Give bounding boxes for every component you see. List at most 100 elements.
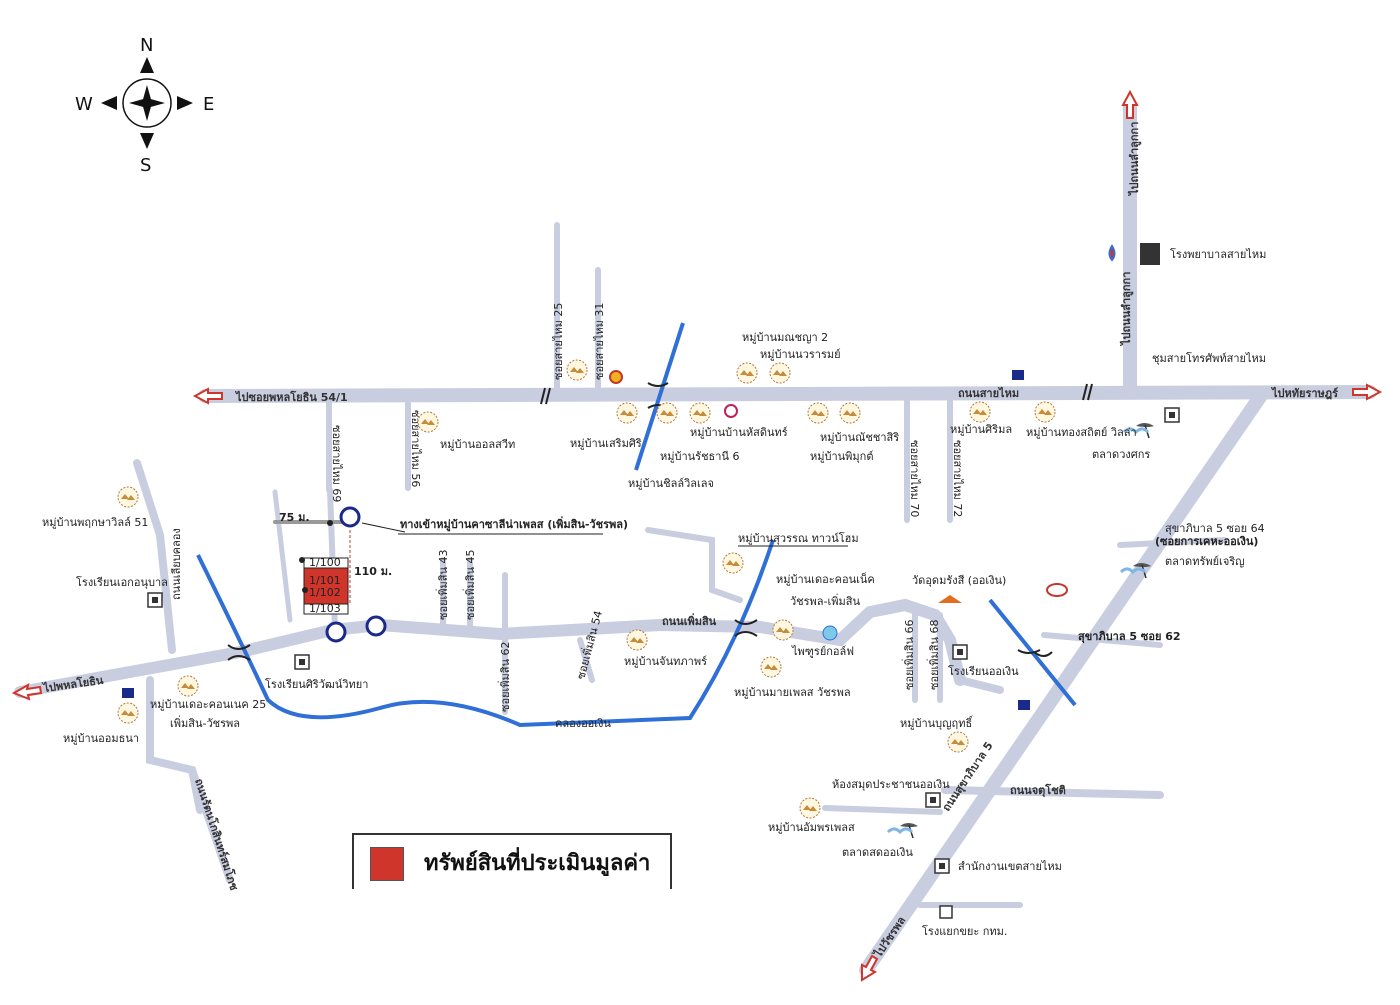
label-phimuk: หมู่บ้านพิมุกต์ bbox=[810, 450, 874, 463]
label-soi-phermsin-62: ซอยเพิ่มสิน 62 bbox=[497, 641, 512, 712]
toyota-logo-icon bbox=[1046, 583, 1068, 597]
roundabout-icon bbox=[339, 506, 361, 528]
label-sukhaphiban-62: สุขาภิบาล 5 ซอย 62 bbox=[1078, 630, 1181, 644]
legend: ทรัพย์สินที่ประเมินมูลค่า bbox=[352, 833, 672, 889]
label-sukhaphiban-64: สุขาภิบาล 5 ซอย 64 bbox=[1165, 522, 1265, 535]
bus-stop-icon bbox=[1012, 370, 1024, 380]
label-rat-chani: หมู่บ้านรัชธานี 6 bbox=[660, 450, 739, 463]
label-sukhaphiban-64-sub: (ซอยการเคหะออเงิน) bbox=[1155, 535, 1258, 548]
label-boon-rik: หมู่บ้านบุญฤทธิ์ bbox=[900, 715, 974, 730]
label-manee-place: หมู่บ้านมายเพลส วัชรพล bbox=[734, 686, 851, 699]
label-phermsin-road: ถนนเพิ่มสิน bbox=[662, 613, 717, 628]
label-to-hathairat: ไปหทัยราษฎร์ bbox=[1270, 386, 1338, 400]
label-sermsiri: หมู่บ้านเสริมศิริ bbox=[570, 437, 642, 450]
lot-4: 1/103 bbox=[309, 602, 341, 615]
label-soi-phermsin-54: ซอยเพิ่มสิน 54 bbox=[572, 609, 605, 681]
label-suwan: หมู่บ้านสุวรรณ ทาวน์โฮม bbox=[738, 531, 859, 545]
label-pruksa-golf: ไพฑูรย์กอล์ฟ bbox=[791, 645, 854, 658]
label-telephone: ชุมสายโทรศัพท์สายไหม bbox=[1152, 351, 1266, 365]
distance-75: 75 ม. bbox=[279, 511, 310, 524]
label-chaiya-siri: หมู่บ้านณัชชาสิริ bbox=[820, 431, 899, 444]
label-connect25-sub: เพิ่มสิน-วัชรพล bbox=[170, 715, 240, 730]
label-to-lam-luk-ka: ไปถนนลำลูกกา bbox=[1127, 122, 1142, 197]
property-site: 1/100 1/101 1/102 1/103 75 ม. 110 ม. ทาง… bbox=[279, 506, 628, 643]
hospital-icon bbox=[1140, 243, 1160, 265]
label-thong-sathit: หมู่บ้านทองสถิตย์ วิลล่า bbox=[1026, 426, 1137, 439]
road-arrows bbox=[11, 89, 1383, 982]
no-entry-icon bbox=[724, 404, 738, 418]
label-chan-thaphat: หมู่บ้านจันทภาพร์ bbox=[624, 655, 707, 668]
info-icon bbox=[822, 625, 838, 641]
garbage-plant-icon bbox=[939, 905, 953, 919]
label-garbage: โรงแยกขยะ กทม. bbox=[922, 924, 1007, 938]
label-soi-phermsin-45: ซอยเพิ่มสิน 45 bbox=[462, 549, 477, 620]
label-soi-saimai-31: ซอยสายไหม 31 bbox=[593, 303, 606, 380]
label-siriwat: โรงเรียนศิริวัฒน์วิทยา bbox=[265, 677, 368, 691]
label-mai-ruang: ถนนเลียบคลอง bbox=[170, 528, 183, 600]
label-soi-phermsin-43: ซอยเพิ่มสิน 43 bbox=[435, 549, 450, 620]
compass-south: S bbox=[140, 155, 151, 176]
roundabout-icon bbox=[325, 621, 347, 643]
property-parcel bbox=[303, 567, 349, 605]
road-sukhaphiban-5 bbox=[859, 387, 1269, 977]
label-anuban: โรงเรียนเอกอนุบาล bbox=[76, 575, 168, 589]
label-lam-luk-ka-road: ไปถนนลำลูกกา bbox=[1119, 272, 1134, 347]
bus-stop-icon bbox=[1018, 700, 1030, 710]
compass-rose: N S E W bbox=[75, 35, 214, 176]
label-hospital: โรงพยาบาลสายไหม bbox=[1170, 247, 1266, 261]
label-khlong-road: ถนนรัตนโกสินทร์สมโภช bbox=[192, 777, 242, 893]
label-school-oengoen: โรงเรียนออเงิน bbox=[948, 664, 1019, 678]
label-siri-mon: หมู่บ้านศิริมล bbox=[950, 423, 1012, 436]
label-soi-saimai-56: ซอยสายไหม 56 bbox=[409, 410, 422, 487]
roundabout-icon bbox=[365, 615, 387, 637]
label-chatuchot: ถนนจตุโชติ bbox=[1010, 783, 1066, 798]
label-district: สำนักงานเขตสายไหม bbox=[958, 860, 1062, 873]
lot-2: 1/101 bbox=[309, 574, 341, 587]
label-khlong-oengoen: คลองออเงิน bbox=[555, 717, 611, 730]
arrow-sw-icon bbox=[11, 682, 43, 701]
label-to-phahon-54-1: ไปซอยพหลโยธิน 54/1 bbox=[234, 390, 348, 404]
lot-3: 1/102 bbox=[309, 586, 341, 599]
label-soi-saimai-70: ซอยสายไหม 70 bbox=[908, 440, 921, 517]
bus-stop-icon bbox=[122, 688, 134, 698]
label-nawarom: หมู่บ้านนวรารมย์ bbox=[760, 348, 841, 361]
label-sai-mai-road: ถนนสายไหม bbox=[958, 386, 1019, 400]
label-pruksa: หมู่บ้านพฤกษาวิลล์ 51 bbox=[42, 516, 148, 529]
label-connect-sub: วัชรพล-เพิ่มสิน bbox=[790, 593, 860, 608]
label-manchaya: หมู่บ้านมณชญา 2 bbox=[742, 331, 828, 344]
canal-khlong-main bbox=[196, 539, 775, 728]
compass-north: N bbox=[140, 35, 153, 56]
label-sap-charoen: ตลาดทรัพย์เจริญ bbox=[1165, 555, 1245, 568]
distance-110: 110 ม. bbox=[354, 565, 392, 578]
label-to-watcharaphon: ไปวัชรพล bbox=[870, 913, 909, 961]
legend-swatch bbox=[370, 847, 404, 881]
arrow-east-icon bbox=[1352, 383, 1383, 401]
label-dong-market: ตลาดวงศกร bbox=[1092, 448, 1150, 461]
label-connect25: หมู่บ้านเดอะคอนเนค 25 bbox=[150, 698, 266, 711]
arrow-south-icon bbox=[861, 954, 879, 982]
label-ampon: หมู่บ้านอัมพรเพลส bbox=[768, 821, 855, 834]
compass-east: E bbox=[203, 94, 214, 115]
label-sil-villa: หมู่บ้านชิลล์วิลเลจ bbox=[628, 477, 714, 490]
bridges bbox=[227, 382, 1093, 661]
label-soi-saimai-72: ซอยสายไหม 72 bbox=[951, 440, 964, 517]
label-oengoen-market: ตลาดสดออเงิน bbox=[842, 846, 913, 859]
road-sai-mai bbox=[198, 385, 1377, 403]
temple-icon bbox=[938, 595, 962, 603]
label-soi-phermsin-68: ซอยเพิ่มสิน 68 bbox=[926, 619, 941, 690]
label-to-phahonyothin: ไปพหลโยธิน bbox=[40, 673, 104, 696]
label-connect: หมู่บ้านเดอะคอนเน็ค bbox=[776, 572, 875, 586]
label-ol-sweet: หมู่บ้านออลสวีท bbox=[440, 438, 515, 451]
landmarks: โรงพยาบาลสายไหม ไปถนนลำลูกกา ชุมสายโทรศั… bbox=[42, 243, 1266, 938]
lot-1: 1/100 bbox=[309, 556, 341, 569]
arrow-west-icon bbox=[192, 387, 223, 405]
label-om-thani: หมู่บ้านออมธนา bbox=[63, 732, 139, 745]
compass-west: W bbox=[75, 94, 93, 115]
label-phra-rat: หมู่บ้านบ้านหัสดินทร์ bbox=[690, 426, 788, 439]
legend-label: ทรัพย์สินที่ประเมินมูลค่า bbox=[424, 851, 651, 876]
label-wat: วัดอุดมรังสี (ออเงิน) bbox=[912, 574, 1006, 587]
label-soi-saimai-69: ซอยสายไหม 69 bbox=[330, 425, 343, 502]
label-entry: ทางเข้าหมู่บ้านคาซาลีน่าเพลส (เพิ่มสิน-ว… bbox=[400, 516, 628, 532]
fuel-drop-icon bbox=[1108, 244, 1116, 262]
